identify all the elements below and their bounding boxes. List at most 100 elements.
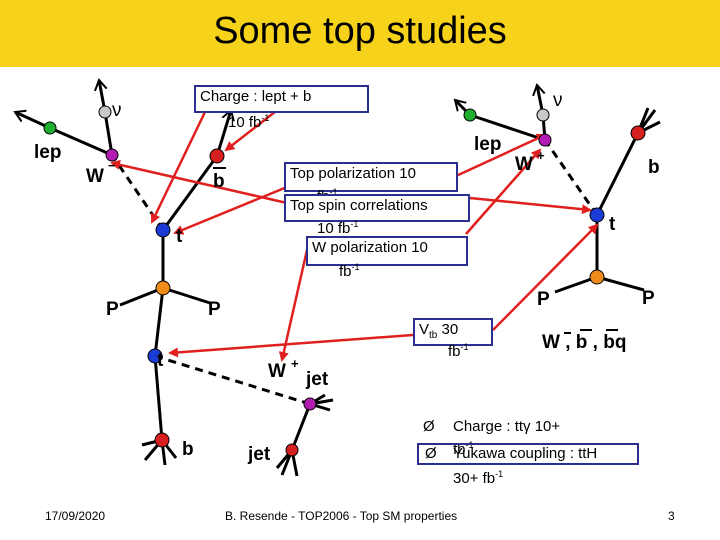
vtb-text: Vtb 30 <box>419 321 487 341</box>
vtb-lumi: fb-1 <box>448 342 469 360</box>
label-wminus: W <box>86 166 104 187</box>
arrow-wpol-to-w-right <box>465 148 542 235</box>
line-p-to-t-bottom <box>153 287 165 357</box>
label-nu-left: ν <box>112 100 122 121</box>
label-jet1: jet <box>305 369 329 390</box>
arrow-vtb-to-t-right <box>492 223 599 331</box>
w-pol-lumi-sup: -1 <box>351 262 360 272</box>
top-spin-lumi-text: 10 fb <box>317 220 351 237</box>
node-t-bottom <box>147 348 163 364</box>
node-bbar <box>209 148 225 164</box>
charge-lumi-sup: -1 <box>261 113 270 123</box>
node-nu-right <box>536 108 550 122</box>
bullet-arrow-icon: Ø <box>423 418 435 435</box>
label-lep-right: lep <box>474 134 501 155</box>
bullet-yukawa-text: Yukawa coupling : ttH <box>453 445 598 462</box>
bullet-charge-text: Charge : ttγ 10+ <box>453 418 561 435</box>
label-p-right2: P <box>642 288 655 309</box>
w-pol-text: W polarization 10 <box>312 239 428 256</box>
top-spin-box: Top spin correlations <box>284 194 470 222</box>
label-wminus-sup: − <box>108 158 116 173</box>
bullet-yukawa-cont-text: 30+ fb <box>453 470 496 487</box>
vtb-lumi-text: fb <box>448 343 461 360</box>
node-t-right <box>589 207 605 223</box>
label-bbar-left: b <box>213 171 225 192</box>
node-nu-left <box>98 105 112 119</box>
node-vertex-right <box>589 269 605 285</box>
bullet-charge-sup: -1 <box>465 440 474 450</box>
charge-lumi-text: 10 fb <box>228 114 262 131</box>
right-event-lines <box>455 85 661 294</box>
label-p-right1: P <box>537 289 550 310</box>
line-t-to-wminus <box>110 154 165 231</box>
charge-lumi: 10 fb-1 <box>228 113 269 131</box>
node-wplus <box>303 397 317 411</box>
charge-text: Charge : lept + b <box>200 88 312 105</box>
label-wplus-right-sup: + <box>537 148 545 163</box>
bullet-charge-cont: fb-1 <box>453 436 643 459</box>
vtb-box: Vtb 30 <box>413 318 493 346</box>
line-bbar-arrow <box>215 110 231 157</box>
node-t-left <box>155 222 171 238</box>
w-polarization-box: W polarization 10 <box>306 236 468 266</box>
top-spin-text: Top spin correlations <box>290 197 428 214</box>
charge-box: Charge : lept + b <box>194 85 369 113</box>
line-p-left2 <box>162 286 211 305</box>
label-wplus-sup: + <box>291 356 299 371</box>
w-pol-lumi-text: fb <box>339 263 352 280</box>
label-nu-right: ν <box>553 90 563 111</box>
vtb-main: V <box>419 321 430 338</box>
bullet-arrow-icon: Ø <box>425 445 437 462</box>
label-lep-left: lep <box>34 142 61 163</box>
label-t-right: t <box>609 214 616 235</box>
bullet-yukawa-sup: -1 <box>495 469 504 479</box>
label-wplus: W <box>268 361 286 382</box>
footer-page-number: 3 <box>668 509 675 523</box>
arrow-topspin-to-t-right <box>469 196 592 215</box>
line-w-to-lep-right <box>469 113 546 142</box>
arrow-charge-to-bbar <box>224 107 281 152</box>
label-p-left1: P <box>106 299 119 320</box>
arrow-wpol-to-wplus <box>278 249 309 362</box>
node-vertex-left <box>155 280 171 296</box>
node-wplus-right <box>538 133 552 147</box>
footer-date: 17/09/2020 <box>45 509 106 523</box>
label-b-right: b <box>648 157 660 178</box>
line-t-to-b <box>153 355 164 441</box>
red-arrows <box>110 107 599 362</box>
left-event-lines <box>15 80 334 477</box>
label-b-bottom: b <box>182 439 194 460</box>
line-w-to-lep <box>49 126 113 157</box>
node-b-bottom <box>154 432 170 448</box>
vtb-sub: tb <box>429 330 438 341</box>
line-wplus-to-jet2 <box>290 403 312 451</box>
node-b-right <box>630 125 646 141</box>
page-title: Some top studies <box>213 10 507 52</box>
arrow-toppol-to-w-right <box>455 133 547 178</box>
arrow-toppol-to-t <box>173 185 288 235</box>
bullet-charge: Ø Charge : ttγ 10+ fb-1 <box>423 418 643 459</box>
arrow-vtb-to-t <box>168 333 414 358</box>
bullet-charge-cont-text: fb <box>453 441 466 458</box>
footer-center: B. Resende - TOP2006 - Top SM properties <box>225 509 458 523</box>
node-jet2 <box>285 443 299 457</box>
top-spin-lumi: 10 fb-1 <box>317 219 358 237</box>
label-t-left: t <box>176 226 183 247</box>
top-spin-lumi-sup: -1 <box>350 219 359 229</box>
label-decay-list: W , b , bq <box>542 332 626 353</box>
label-wplus-right: W <box>515 154 533 175</box>
node-lep-right <box>463 108 477 122</box>
vtb-lumi-sup: -1 <box>460 342 469 352</box>
line-t-to-wplus <box>154 354 311 406</box>
bullet-yukawa-cont: 30+ fb-1 <box>423 465 643 488</box>
bullet-yukawa: Ø Yukawa coupling : ttH <box>417 443 639 465</box>
line-t-to-bbar <box>161 155 219 231</box>
top-pol-text: Top polarization 10 <box>290 165 416 182</box>
nodes <box>43 105 646 457</box>
node-lep-left <box>43 121 57 135</box>
line-p-right2 <box>596 275 645 292</box>
line-t-to-b-right <box>595 132 640 216</box>
vtb-value: 30 <box>437 321 459 338</box>
label-t-bottom: t <box>157 350 164 371</box>
